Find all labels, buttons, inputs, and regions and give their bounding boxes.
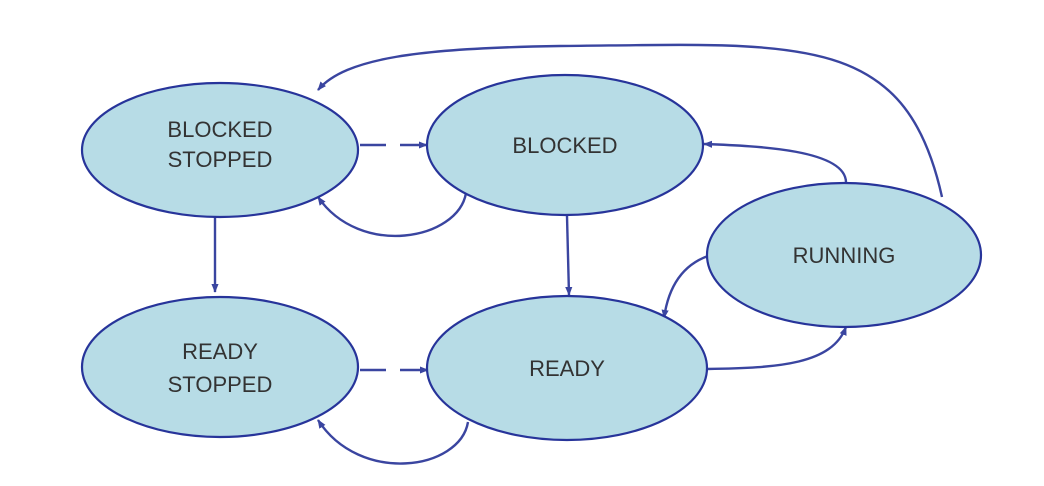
node-ready-stopped: READY STOPPED (80, 295, 360, 439)
edge-running-to-blocked-stopped (317, 43, 944, 198)
node-label-line1: RUNNING (793, 243, 896, 268)
edge-running-to-blocked (703, 140, 848, 183)
node-blocked-stopped: BLOCKED STOPPED (80, 81, 360, 219)
node-label-line1: READY (182, 339, 258, 364)
node-label-line2: STOPPED (168, 372, 273, 397)
node-blocked: BLOCKED (425, 73, 705, 217)
edge-ready-to-ready-stopped (316, 419, 470, 465)
edge-blocked-to-ready (565, 215, 573, 296)
edges (211, 43, 944, 465)
node-ready: READY (425, 294, 709, 442)
node-label-line1: BLOCKED (167, 117, 272, 142)
node-label-line2: STOPPED (168, 147, 273, 172)
node-label-line1: READY (529, 356, 605, 381)
edge-ready-to-running (706, 326, 848, 371)
node-running: RUNNING (705, 181, 983, 329)
node-label-line1: BLOCKED (512, 133, 617, 158)
edge-blocked-to-blocked-stopped (317, 192, 468, 238)
edge-running-to-ready (661, 254, 709, 319)
